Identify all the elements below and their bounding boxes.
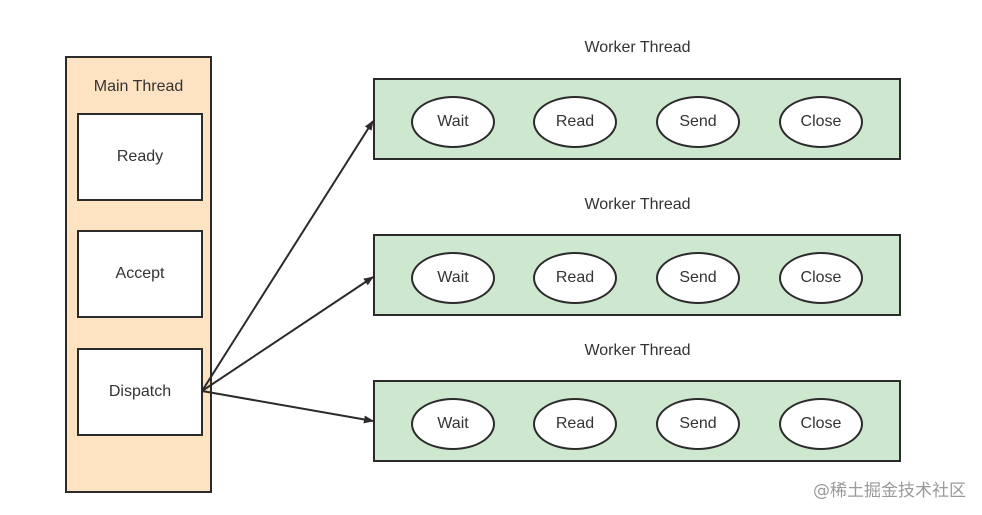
watermark: @稀土掘金技术社区 [813,481,966,501]
read-step: Read [533,96,617,148]
main-thread-title: Main Thread [93,78,184,95]
main-thread-container: Main Thread Ready Accept Dispatch [65,56,212,493]
worker-thread-title-1: Worker Thread [584,39,691,56]
dispatch-box: Dispatch [77,348,203,436]
send-step: Send [656,96,740,148]
arrow-to-worker-2 [201,276,374,392]
arrow-to-worker-3 [201,390,374,424]
worker-thread-title-3: Worker Thread [584,342,691,359]
worker-thread-2: Wait Read Send Close [373,234,901,316]
send-step: Send [656,252,740,304]
wait-step: Wait [411,252,495,304]
arrow-to-worker-1 [201,120,374,392]
read-step: Read [533,252,617,304]
send-step: Send [656,398,740,450]
ready-box: Ready [77,113,203,201]
close-step: Close [779,96,863,148]
wait-step: Wait [411,398,495,450]
worker-thread-1: Wait Read Send Close [373,78,901,160]
close-step: Close [779,398,863,450]
read-step: Read [533,398,617,450]
close-step: Close [779,252,863,304]
accept-box: Accept [77,230,203,318]
worker-thread-3: Wait Read Send Close [373,380,901,462]
wait-step: Wait [411,96,495,148]
worker-thread-title-2: Worker Thread [584,196,691,213]
